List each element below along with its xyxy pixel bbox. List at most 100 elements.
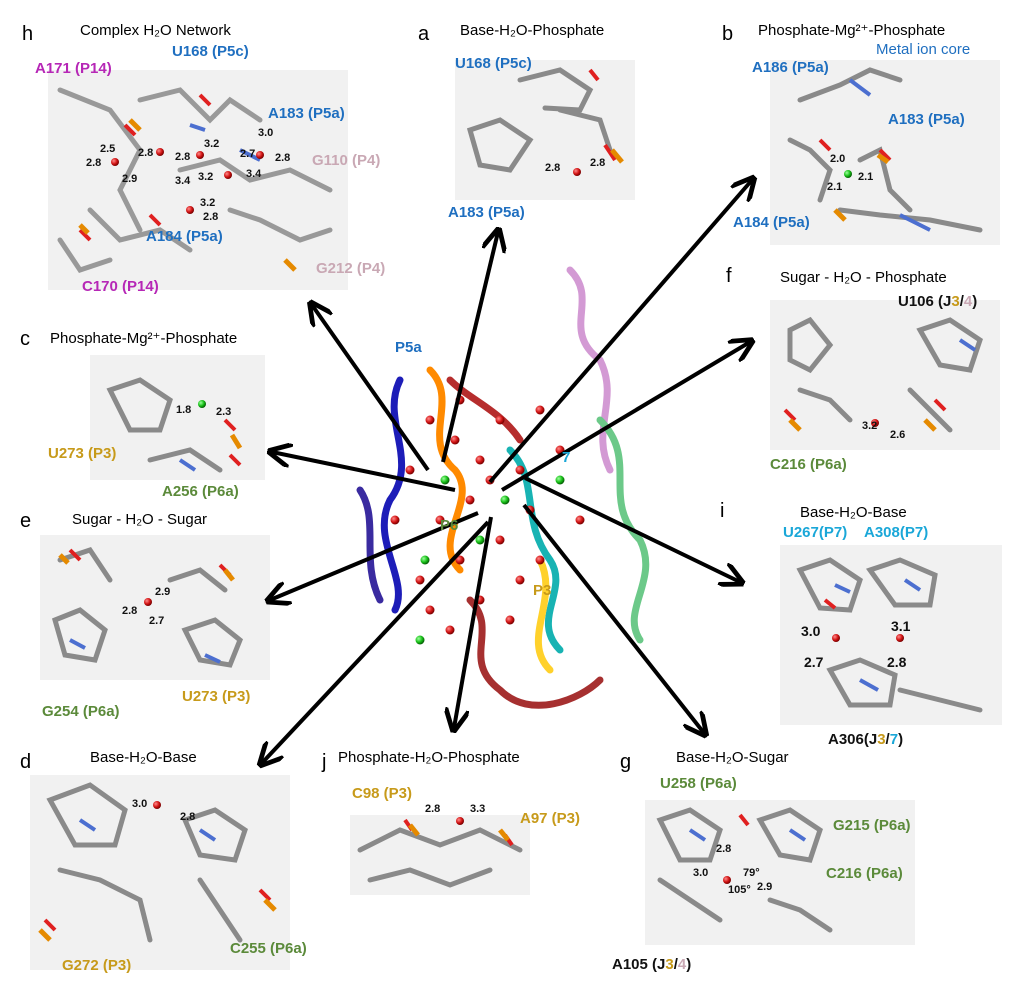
distance-label: 2.9	[757, 881, 772, 893]
distance-label: 2.3	[216, 406, 231, 418]
panel-j-letter: j	[321, 751, 326, 773]
distance-label: 2.6	[890, 429, 905, 441]
label-a-a183: A183 (P5a)	[448, 204, 525, 221]
label-f-u106-prefix: U106 (J	[898, 293, 951, 310]
panel-g-letter: g	[620, 751, 631, 773]
panel-g-image	[645, 800, 915, 945]
panel-b-title: Phosphate-Mg²⁺-Phosphate	[758, 22, 945, 39]
arrow-to-c	[272, 452, 456, 492]
panel-i-image	[780, 545, 1002, 725]
panel-a-image	[455, 60, 635, 200]
panel-d-title: Base-H₂O-Base	[90, 749, 197, 766]
label-e-g254: G254 (P6a)	[42, 703, 120, 720]
distance-label: 1.8	[176, 404, 191, 416]
arrow-to-d	[262, 520, 490, 763]
center-label-p6: P6	[440, 517, 458, 534]
panel-f-title: Sugar - H₂O - Phosphate	[780, 269, 947, 286]
label-b-a183: A183 (P5a)	[888, 111, 965, 128]
label-f-u106-4: 4	[964, 293, 973, 310]
label-i-a306: A306(J3/7)	[828, 731, 903, 748]
distance-label: 3.0	[801, 623, 821, 639]
label-h-a184: A184 (P5a)	[146, 228, 223, 245]
label-f-u106-slash: /	[960, 293, 965, 310]
label-g-a105-prefix: A105 (J	[612, 956, 665, 973]
arrows	[262, 180, 752, 763]
arrow-to-b	[488, 180, 752, 484]
distance-label: 2.7	[240, 148, 255, 160]
label-f-u106-3: 3	[951, 293, 959, 310]
distance-label: 2.1	[827, 181, 842, 193]
label-j-c98: C98 (P3)	[352, 785, 412, 802]
distance-label: 2.8	[887, 654, 907, 670]
label-i-a306-slash: /	[886, 731, 891, 748]
arrow-to-e	[270, 511, 479, 600]
distance-label: 2.8	[138, 147, 153, 159]
distance-label: 3.2	[200, 197, 215, 209]
panel-d-letter: d	[20, 751, 31, 773]
distance-label: 3.2	[204, 138, 219, 150]
distance-label: 2.8	[203, 211, 218, 223]
label-f-u106: U106 (J3/4)	[898, 293, 977, 310]
label-g-a105-slash: /	[674, 956, 679, 973]
label-f-c216: C216 (P6a)	[770, 456, 847, 473]
panel-c-letter: c	[20, 328, 30, 350]
label-g-c216: C216 (P6a)	[826, 865, 903, 882]
arrow-to-f	[500, 342, 750, 492]
label-g-a105-4: 4	[678, 956, 687, 973]
label-g-a105-suffix: )	[686, 956, 691, 973]
panel-a-title: Base-H₂O-Phosphate	[460, 22, 604, 39]
label-i-u267: U267(P7)	[783, 524, 847, 541]
label-f-u106-suffix: )	[972, 293, 977, 310]
label-g-a105: A105 (J3/4)	[612, 956, 691, 973]
distance-label: 2.8	[425, 803, 440, 815]
panel-h-image	[48, 70, 348, 290]
panel-c-title: Phosphate-Mg²⁺-Phosphate	[50, 330, 237, 347]
distance-label: 2.8	[275, 152, 290, 164]
panel-f-image	[770, 300, 1000, 450]
distance-label: 3.4	[246, 168, 262, 180]
label-h-a171: A171 (P14)	[35, 60, 112, 77]
label-d-g272: G272 (P3)	[62, 957, 131, 974]
distance-label: 3.2	[862, 420, 877, 432]
label-g-g215: G215 (P6a)	[833, 817, 911, 834]
label-g-u258: U258 (P6a)	[660, 775, 737, 792]
distance-label: 3.0	[258, 127, 273, 139]
label-b-a186: A186 (P5a)	[752, 59, 829, 76]
distance-label: 2.8	[716, 843, 731, 855]
panel-j-image	[350, 815, 530, 895]
label-h-u168: U168 (P5c)	[172, 43, 249, 60]
angle-label: 79°	[743, 867, 760, 879]
panel-e-image	[40, 535, 270, 680]
panel-i-letter: i	[720, 500, 724, 522]
distance-label: 2.7	[804, 654, 824, 670]
arrow-to-h	[312, 305, 430, 472]
distance-label: 3.0	[693, 867, 708, 879]
label-g-a105-3: 3	[665, 956, 673, 973]
distance-label: 2.5	[100, 143, 115, 155]
distance-label: 3.3	[470, 803, 485, 815]
panel-d-image	[30, 775, 290, 970]
panel-j-title: Phosphate-H₂O-Phosphate	[338, 749, 520, 766]
label-i-a306-prefix: A306(J	[828, 731, 877, 748]
label-a-u168: U168 (P5c)	[455, 55, 532, 72]
label-j-a97: A97 (P3)	[520, 810, 580, 827]
arrow-to-g	[522, 503, 704, 733]
label-e-u273: U273 (P3)	[182, 688, 250, 705]
panel-i-title: Base-H₂O-Base	[800, 504, 907, 521]
arrow-to-j	[454, 516, 493, 728]
arrow-to-a	[441, 232, 498, 463]
distance-label: 2.7	[149, 615, 164, 627]
distance-label: 2.9	[155, 586, 170, 598]
label-i-a306-3: 3	[877, 731, 885, 748]
label-i-a306-suffix: )	[898, 731, 903, 748]
center-label-p3: P3	[533, 582, 551, 599]
distance-label: 2.8	[122, 605, 137, 617]
panel-a-letter: a	[418, 23, 430, 45]
label-i-a308: A308(P7)	[864, 524, 928, 541]
angle-label: 105°	[728, 884, 751, 896]
distance-label: 2.1	[858, 171, 873, 183]
distance-label: 2.8	[86, 157, 101, 169]
center-label-p5a: P5a	[395, 339, 422, 356]
panel-b-subtitle: Metal ion core	[876, 41, 970, 58]
distance-label: 3.0	[132, 798, 147, 810]
